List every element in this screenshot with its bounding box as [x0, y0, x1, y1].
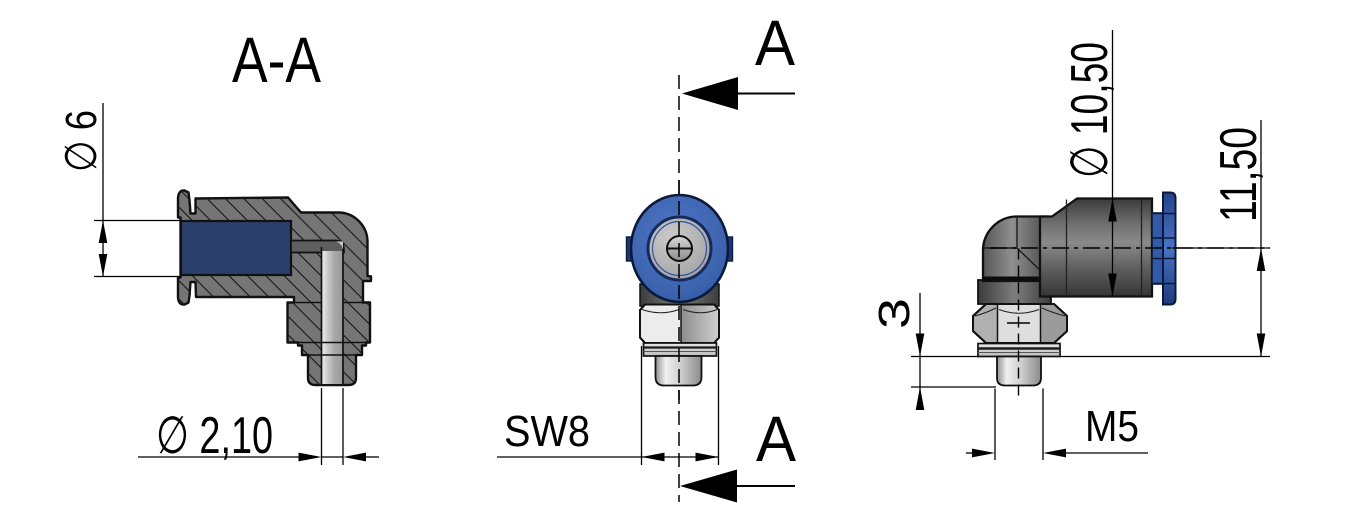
dimension-tube-diameter: ∅ 6	[57, 103, 181, 278]
washer	[642, 342, 718, 357]
side-view: ∅ 10,50 11,50 3 M5	[870, 30, 1270, 460]
arrow-down	[915, 333, 925, 357]
dim-bore-diameter-label: ∅ 2,10	[156, 407, 273, 465]
cut-arrow-bottom-label: A	[756, 403, 796, 475]
section-arrow-bottom: A	[680, 403, 796, 503]
arrow-up	[98, 220, 108, 243]
top-view: SW8 A A	[497, 7, 796, 503]
dimension-bore-diameter: ∅ 2,10	[138, 388, 379, 465]
dimension-thread-length: 3	[870, 293, 996, 410]
dimension-collet-diameter: ∅ 10,50	[1061, 30, 1119, 297]
section-arrow-top: A	[682, 7, 795, 110]
arrow-left	[641, 452, 665, 462]
cut-arrow-top-label: A	[755, 7, 795, 79]
dim-collet-diameter-label: ∅ 10,50	[1061, 42, 1119, 178]
dim-thread-size-label: M5	[1085, 402, 1139, 451]
tube-seal-section	[179, 219, 293, 277]
arrow-left	[1043, 448, 1066, 458]
dim-thread-length-label: 3	[870, 298, 919, 329]
dimension-thread-size: M5	[966, 388, 1148, 460]
section-view: A-A ∅ 6	[57, 24, 379, 465]
arrow-down	[1256, 333, 1266, 357]
arrow-right	[972, 448, 995, 458]
dim-overall-height-label: 11,50	[1210, 127, 1268, 222]
elbow-vertical-body	[981, 215, 1049, 283]
arrow-down	[1108, 273, 1117, 297]
dim-wrench-size-label: SW8	[504, 407, 590, 456]
bore-vertical	[321, 251, 343, 384]
arrow-right	[298, 452, 322, 462]
dimension-overall-height: 11,50	[1060, 120, 1270, 358]
bore-horizontal	[290, 239, 345, 254]
arrow-down	[98, 254, 108, 277]
arrow-up	[1108, 198, 1117, 222]
dimension-wrench-size: SW8	[497, 346, 720, 465]
arrow-left	[343, 452, 366, 462]
arrow-up	[1256, 248, 1266, 271]
dim-tube-diameter-label: ∅ 6	[57, 110, 106, 172]
bore-corner-chamfer	[334, 241, 343, 250]
arrow-up	[915, 387, 925, 410]
arrow-right	[695, 452, 719, 462]
section-title: A-A	[232, 24, 321, 96]
